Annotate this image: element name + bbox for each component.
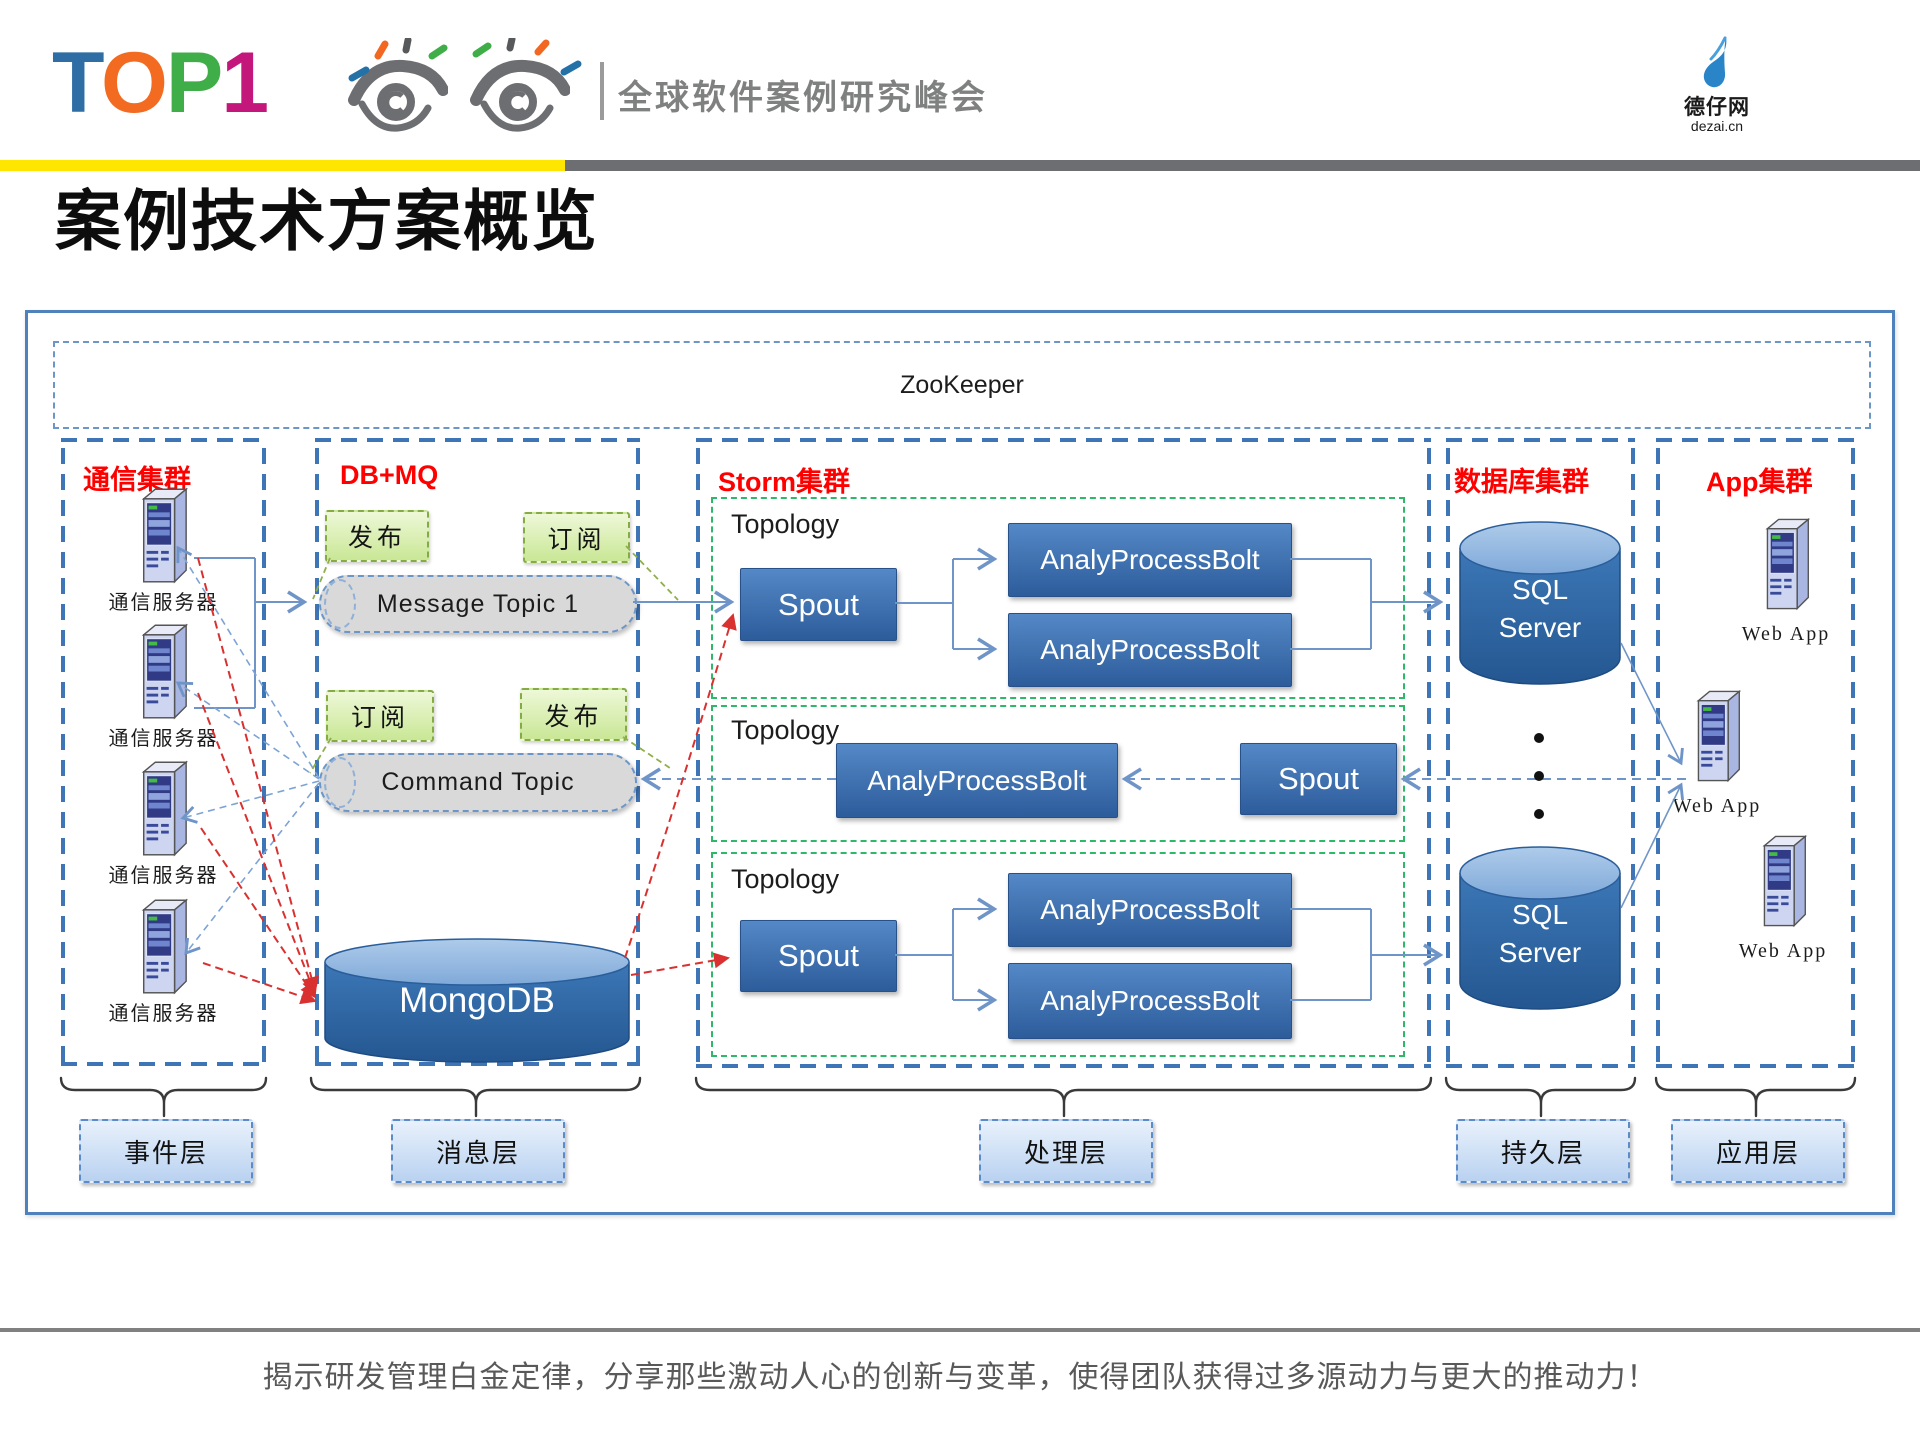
dbmq-cluster-label: DB+MQ <box>340 460 439 490</box>
topology-box-1 <box>711 497 1405 699</box>
header: TOP1 全球软件案例研究峰会 德仔网 dezai.cn <box>0 0 1920 171</box>
footer-slogan: 揭示研发管理白金定律，分享那些激动人心的创新与变革，使得团队获得过多源动力与更大… <box>262 1361 1658 1394</box>
analy-process-bolt: AnalyProcessBolt <box>1008 613 1292 687</box>
architecture-diagram: ZooKeeper 通信集群 DB+MQ Storm集群 数据库集群 App集群… <box>25 310 1895 1215</box>
web-app-server-icon <box>1766 518 1810 610</box>
top100-logo: TOP1 <box>52 40 269 126</box>
layer-tag-process: 处理层 <box>979 1119 1153 1183</box>
web-app-caption: Web App <box>1672 795 1762 817</box>
mongodb-cylinder <box>324 938 630 1063</box>
footer-divider <box>0 1328 1920 1332</box>
command-topic: Command Topic <box>319 753 637 812</box>
publish-tag-bottom: 发布 <box>520 688 627 741</box>
subtitle-divider <box>600 62 604 120</box>
spout-node-2: Spout <box>1240 743 1397 815</box>
web-app-caption: Web App <box>1741 623 1831 645</box>
analy-process-bolt: AnalyProcessBolt <box>1008 873 1292 947</box>
storm-cluster-label: Storm集群 <box>718 467 851 497</box>
zookeeper-label: ZooKeeper <box>900 370 1024 399</box>
logo-letter-o: O <box>100 35 168 131</box>
comm-server-icon <box>142 624 187 719</box>
analy-process-bolt: AnalyProcessBolt <box>1008 963 1292 1039</box>
web-app-caption: Web App <box>1738 940 1828 962</box>
message-topic-label: Message Topic 1 <box>376 589 580 618</box>
spout-node-3: Spout <box>740 920 897 992</box>
spout-node-1: Spout <box>740 568 897 641</box>
web-app-server-icon <box>1697 690 1741 782</box>
dezai-icon <box>1703 36 1727 88</box>
comm-server-icon <box>142 761 187 856</box>
subscribe-tag-top: 订阅 <box>523 512 630 563</box>
message-topic: Message Topic 1 <box>319 575 637 633</box>
comm-server-icon <box>142 488 187 583</box>
publish-tag-top: 发布 <box>325 510 429 562</box>
layer-tag-persist: 持久层 <box>1456 1119 1630 1183</box>
sql-server-cylinder <box>1459 846 1621 1010</box>
analy-process-bolt: AnalyProcessBolt <box>1008 523 1292 597</box>
logo-letter-t: T <box>52 35 103 131</box>
layer-tag-app: 应用层 <box>1671 1119 1845 1183</box>
web-app-server-icon <box>1763 835 1807 927</box>
topology-label-3: Topology <box>731 864 840 894</box>
comm-server-caption: 通信服务器 <box>108 1003 219 1025</box>
layer-tag-event: 事件层 <box>79 1119 253 1183</box>
topology-label-2: Topology <box>731 715 840 745</box>
dezai-domain: dezai.cn <box>1690 118 1744 135</box>
comm-server-caption: 通信服务器 <box>108 728 219 750</box>
database-cluster-label: 数据库集群 <box>1454 467 1589 497</box>
sql-server-cylinder <box>1459 521 1621 685</box>
zookeeper-box: ZooKeeper <box>53 341 1871 429</box>
analy-process-bolt: AnalyProcessBolt <box>836 743 1118 818</box>
summit-subtitle: 全球软件案例研究峰会 <box>618 79 988 117</box>
app-cluster-label: App集群 <box>1706 467 1813 497</box>
app-cluster-box <box>1656 438 1855 1068</box>
dezai-name: 德仔网 <box>1684 96 1750 119</box>
header-band <box>0 160 1920 171</box>
subscribe-tag-bottom: 订阅 <box>326 690 434 742</box>
header-band-accent <box>0 160 565 171</box>
comm-server-caption: 通信服务器 <box>108 592 219 614</box>
dezai-logo: 德仔网 dezai.cn <box>1682 34 1752 134</box>
layer-braces <box>59 1076 1857 1118</box>
logo-letter-1: 1 <box>221 35 269 131</box>
command-topic-label: Command Topic <box>381 768 575 796</box>
page-title: 案例技术方案概览 <box>55 184 599 258</box>
comm-server-caption: 通信服务器 <box>108 865 219 887</box>
layer-tag-message: 消息层 <box>391 1119 565 1183</box>
topology-label-1: Topology <box>731 509 840 539</box>
logo-letter-p: P <box>165 35 223 131</box>
top100-eyes-icon <box>340 38 582 138</box>
comm-server-icon <box>142 899 187 994</box>
